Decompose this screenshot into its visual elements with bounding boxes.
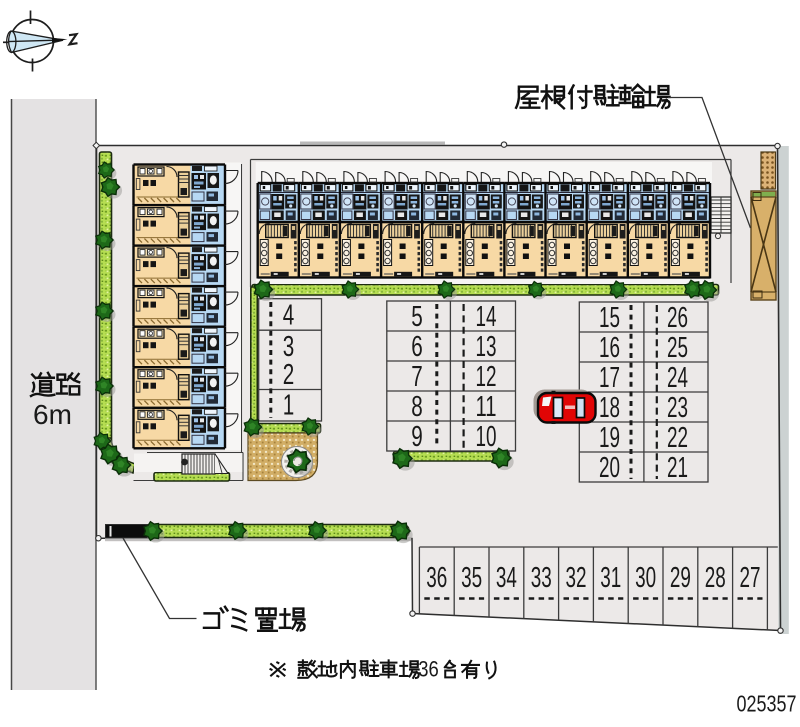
- svg-text:18: 18: [599, 392, 620, 424]
- svg-text:5: 5: [411, 301, 423, 333]
- svg-text:33: 33: [531, 562, 552, 594]
- svg-text:35: 35: [461, 562, 482, 594]
- svg-text:025357: 025357: [737, 691, 797, 717]
- svg-text:1: 1: [283, 390, 295, 422]
- svg-text:34: 34: [496, 562, 517, 594]
- svg-text:31: 31: [600, 562, 621, 594]
- svg-text:21: 21: [667, 452, 688, 484]
- svg-text:32: 32: [566, 562, 587, 594]
- svg-text:12: 12: [476, 361, 497, 393]
- svg-text:27: 27: [740, 562, 761, 594]
- svg-text:23: 23: [667, 392, 688, 424]
- svg-text:9: 9: [411, 421, 423, 453]
- svg-text:28: 28: [705, 562, 726, 594]
- svg-text:17: 17: [599, 362, 620, 394]
- svg-text:6: 6: [411, 331, 423, 363]
- svg-text:15: 15: [599, 302, 620, 334]
- svg-text:11: 11: [476, 391, 497, 423]
- svg-text:7: 7: [411, 361, 423, 393]
- svg-text:36: 36: [426, 562, 447, 594]
- svg-text:3: 3: [283, 331, 295, 363]
- svg-text:20: 20: [599, 452, 620, 484]
- svg-text:10: 10: [476, 421, 497, 453]
- svg-text:24: 24: [667, 362, 688, 394]
- svg-text:8: 8: [411, 391, 423, 423]
- svg-text:14: 14: [476, 301, 497, 333]
- svg-text:22: 22: [667, 422, 688, 454]
- svg-text:4: 4: [283, 300, 295, 332]
- svg-text:6m: 6m: [33, 399, 72, 430]
- svg-text:36: 36: [418, 657, 439, 682]
- svg-text:13: 13: [476, 331, 497, 363]
- svg-text:29: 29: [670, 562, 691, 594]
- svg-text:2: 2: [283, 359, 295, 391]
- svg-text:16: 16: [599, 332, 620, 364]
- svg-text:19: 19: [599, 422, 620, 454]
- svg-text:30: 30: [635, 562, 656, 594]
- svg-text:25: 25: [667, 332, 688, 364]
- svg-text:26: 26: [667, 302, 688, 334]
